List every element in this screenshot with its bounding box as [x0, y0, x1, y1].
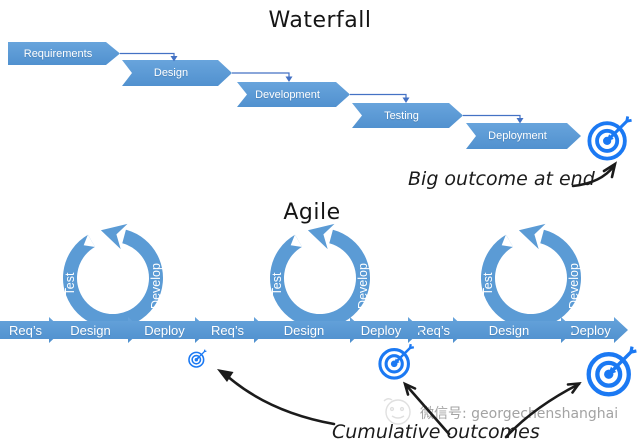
stage-label: Requirements — [23, 47, 93, 60]
bullseye-dart-icon — [587, 115, 633, 161]
connector-arrow — [350, 93, 407, 98]
bullseye-dart-icon — [586, 345, 638, 397]
stage-label: Design — [153, 67, 189, 79]
cumulative-arrowhead-middle — [402, 381, 417, 396]
flow-arrow-reqs: Req’s — [199, 317, 268, 343]
cumulative-arrowhead-left — [217, 369, 234, 382]
flow-arrow-reqs: Req’s — [0, 317, 63, 343]
flow-arrow-deploy: Deploy — [352, 317, 422, 343]
connector-arrow — [120, 52, 175, 57]
waterfall-annotation: Big outcome at end — [408, 168, 595, 190]
flow-arrow-design: Design — [256, 317, 364, 343]
flow-arrow-deploy: Deploy — [132, 317, 209, 343]
flow-arrow-design: Design — [51, 317, 142, 343]
stage-label: Deployment — [488, 130, 547, 142]
waterfall-title: Waterfall — [268, 8, 372, 33]
waterfall-stage-design: Design — [122, 60, 232, 86]
bullseye-dart-icon — [188, 349, 207, 368]
connector-arrow — [463, 114, 521, 118]
big-outcome-arrowhead — [602, 161, 617, 179]
flow-arrow-design: Design — [455, 317, 575, 343]
cycle-test-label: Test — [63, 272, 77, 296]
waterfall-stage-development: Development — [237, 82, 350, 107]
cycle-develop-label: Develop — [356, 263, 370, 309]
stage-label: Testing — [384, 109, 419, 122]
stage-label: Development — [255, 88, 320, 101]
cumulative-arrow-left — [224, 373, 336, 426]
wechat-id-text: 微信号: georgechenshanghai — [420, 406, 619, 422]
waterfall-stage-deployment: Deployment — [466, 123, 581, 149]
connector-arrow — [232, 72, 290, 77]
agile-title: Agile — [283, 200, 341, 225]
waterfall-stage-requirements: Requirements — [8, 42, 120, 65]
agile-annotation: Cumulative outcomes — [332, 421, 540, 443]
cycle-test-label: Test — [270, 272, 284, 296]
waterfall-stage-testing: Testing — [352, 103, 463, 128]
cycle-develop-label: Develop — [567, 263, 581, 309]
cumulative-arrowhead-right — [566, 381, 582, 394]
cycle-develop-label: Develop — [149, 263, 163, 309]
flow-arrow-deploy: Deploy — [565, 317, 628, 343]
bullseye-dart-icon — [378, 343, 415, 380]
cycle-test-label: Test — [481, 272, 495, 296]
